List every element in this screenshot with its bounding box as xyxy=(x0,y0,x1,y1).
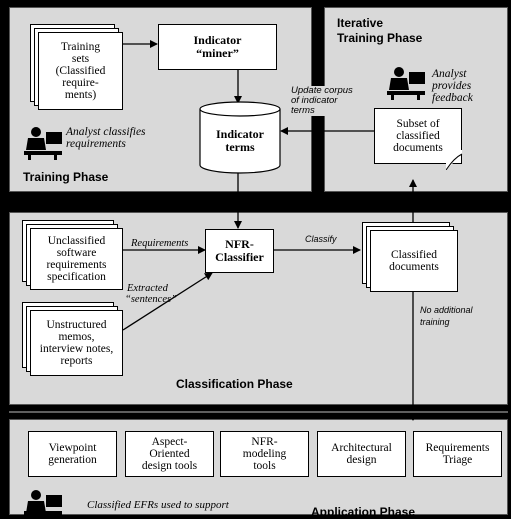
analyst-computer-icon xyxy=(24,127,62,160)
analyst-classifies-note: Analyst classifies requirements xyxy=(66,126,146,150)
extracted-sentences-label: Extracted “sentences” xyxy=(125,283,177,305)
requirements-arrow-label: Requirements xyxy=(131,238,189,249)
analyst-feedback-icon xyxy=(387,67,425,100)
analyst-provides-feedback-note: Analyst provides feedback xyxy=(432,68,473,104)
tool-architectural-design: Architectural design xyxy=(317,431,406,477)
nfr-classifier-box: NFR- Classifier xyxy=(205,229,274,273)
iterative-phase-title: Iterative Training Phase xyxy=(337,16,422,46)
tool-nfr-modeling: NFR- modeling tools xyxy=(220,431,309,477)
indicator-terms-label: Indicator terms xyxy=(216,127,264,154)
classified-efrs-note: Classified EFRs used to support xyxy=(87,499,229,511)
tool-requirements-triage: Requirements Triage xyxy=(413,431,502,477)
indicator-miner-box: Indicator “miner” xyxy=(158,24,277,70)
indicator-terms-cylinder xyxy=(199,101,281,174)
analyst-application-icon xyxy=(24,490,62,515)
train-arrow-label: Train xyxy=(416,195,436,205)
iterative-phase-title-line1: Iterative xyxy=(337,16,384,30)
classify-arrow-label: Classify xyxy=(305,234,337,244)
iterative-phase-title-line2: Training Phase xyxy=(337,31,423,45)
training-sets-document: Training sets (Classified require- ments… xyxy=(38,32,123,110)
update-corpus-label: Update corpus of indicator terms xyxy=(291,85,353,116)
classification-phase-title: Classification Phase xyxy=(176,377,293,391)
tool-viewpoint-generation: Viewpoint generation xyxy=(28,431,117,477)
training-phase-title: Training Phase xyxy=(23,170,109,184)
no-additional-training-label: No additional training xyxy=(420,305,473,327)
tool-aspect-oriented-design: Aspect- Oriented design tools xyxy=(125,431,214,477)
arrow-extracted-to-classifier xyxy=(122,272,213,331)
classified-documents-box: Classified documents xyxy=(370,230,458,292)
unstructured-memos-document: Unstructured memos, interview notes, rep… xyxy=(30,310,123,376)
unclassified-srs-document: Unclassified software requirements speci… xyxy=(30,228,123,290)
subset-folded-corner xyxy=(446,150,463,170)
